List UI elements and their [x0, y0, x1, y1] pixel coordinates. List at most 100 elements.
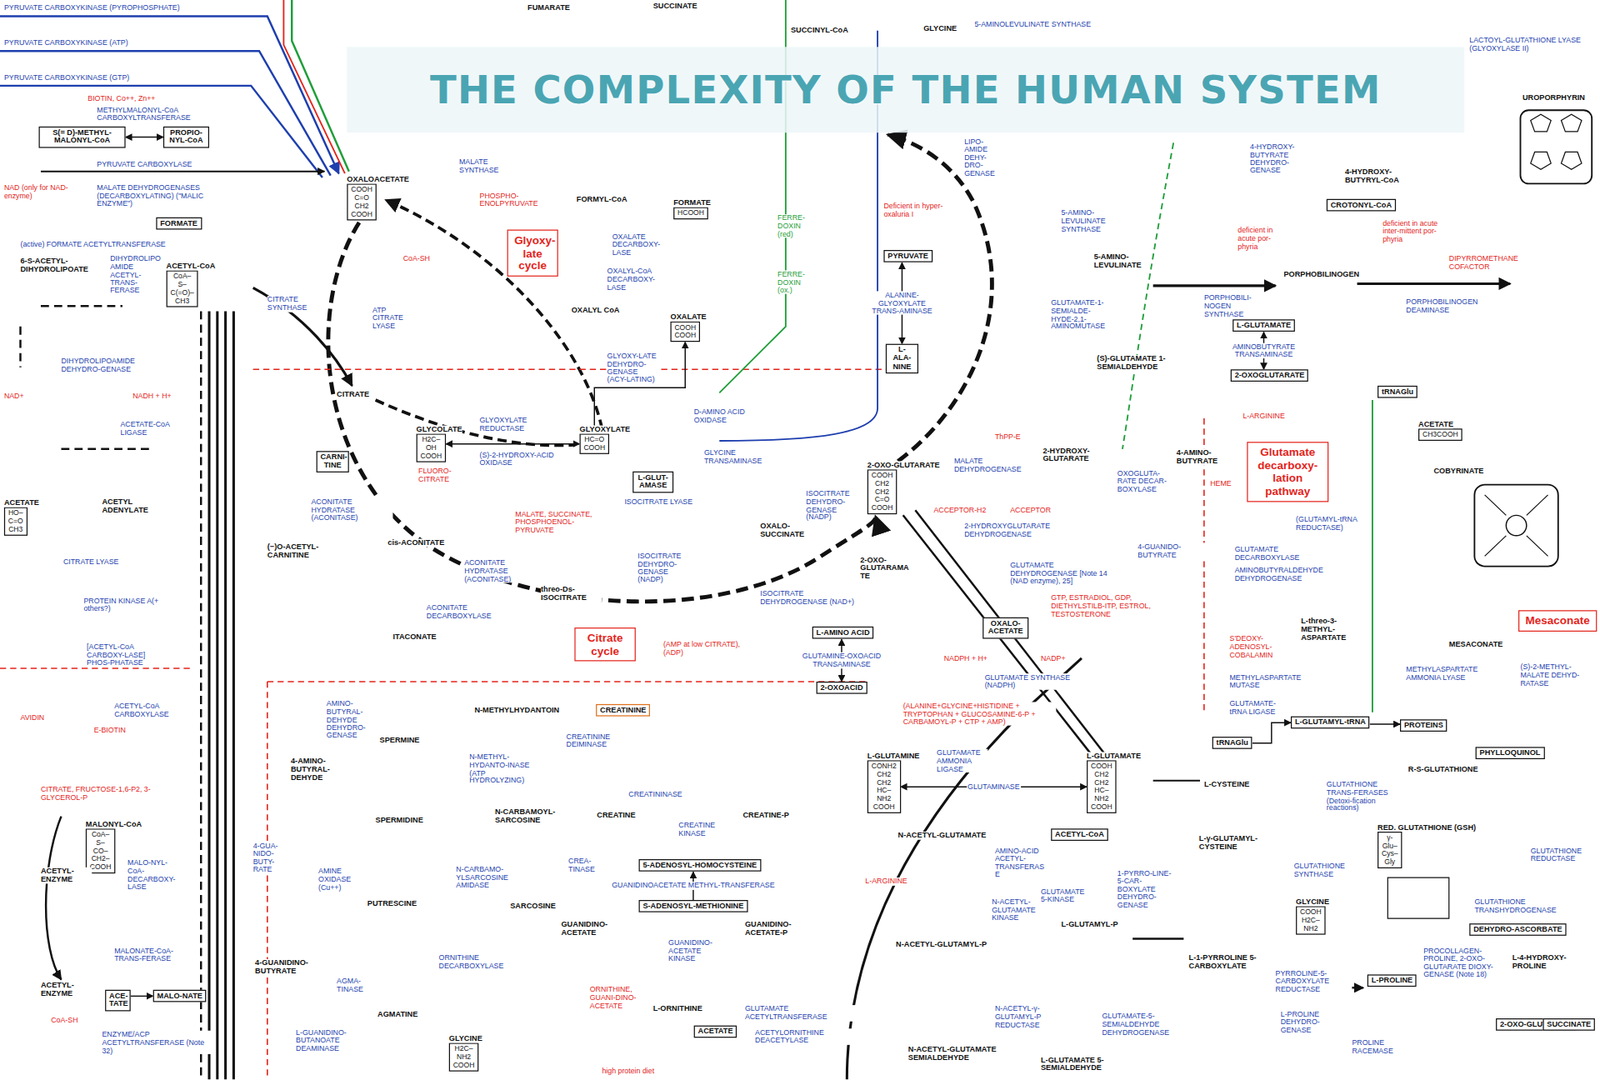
metabolite-label: ACETYL-ENZYME	[40, 867, 92, 885]
structural-formula: CoA–S–C(=O)–CH3	[170, 272, 194, 305]
metabolite-box: CROTONYL-CoA	[1326, 199, 1396, 212]
metabolite-label: N-ACETYL-GLUTAMATE	[898, 831, 987, 840]
reaction-arrow	[1370, 723, 1400, 725]
enzyme-label: L-PROLINE DEHYDRO-GENASE	[1280, 1010, 1337, 1035]
enzyme-label: AMINE OXIDASE (Cu++)	[318, 867, 375, 892]
pathway-line	[1122, 142, 1174, 449]
metabolite-label: 2-HYDROXY-GLUTARATE	[1042, 446, 1115, 464]
pathway-region-box: Citrate cycle	[574, 627, 635, 662]
pathway-line	[209, 310, 234, 1080]
structural-formula: COOH H2C–NH2	[1300, 908, 1322, 934]
metabolite-box: GLYOXYLATEHC=O COOH	[580, 433, 610, 455]
pathway-line	[291, 0, 350, 172]
metabolite-name: L-GLUTAMINE	[867, 751, 920, 760]
metabolite-box: CARNI-TINE	[316, 450, 350, 472]
pathway-region-box: Glyoxy-late cycle	[507, 230, 559, 277]
pathway-line	[0, 85, 323, 178]
structural-formula: CONH2 CH2 CH2 HC–NH2 COOH	[871, 762, 897, 812]
enzyme-label: MALATE DEHYDROGENASE	[954, 457, 1041, 474]
metabolite-name: CROTONYL-CoA	[1330, 200, 1392, 210]
enzyme-label: METHYLMALONYL-CoA CARBOXYLTRANSFERASE	[96, 105, 220, 122]
metabolite-name: GLYCINE	[1295, 897, 1330, 906]
metabolite-label: MESACONATE	[1449, 640, 1504, 650]
metabolite-box: RED. GLUTATHIONE (GSH)γ-Glu–Cys–Gly	[1377, 831, 1402, 869]
pathway-line	[1474, 485, 1558, 567]
enzyme-label: PORPHOBILI-NOGEN SYNTHASE	[1204, 294, 1265, 319]
enzyme-label: ISOCITRATE DEHYDRO-GENASE (NADP)	[805, 490, 862, 522]
pathway-line	[0, 369, 899, 1080]
metabolite-box: PHYLLOQUINOL	[1475, 746, 1545, 760]
metabolite-box: OXALOACETATECOOH C=O CH2 COOH	[346, 183, 377, 220]
enzyme-label: GLYCINE TRANSAMINASE	[704, 449, 776, 465]
pathway-line	[253, 287, 353, 386]
metabolite-name: L-AMINO ACID	[816, 628, 870, 637]
metabolite-box: L-GLUTAMATECOOH CH2 CH2 HC–NH2 COOH	[1086, 760, 1117, 814]
reaction-arrow	[130, 995, 154, 997]
metabolite-label: R-S-GLUTATHIONE	[1408, 765, 1479, 774]
cofactor-note: FLUORO-CITRATE	[418, 467, 465, 484]
metabolite-label: CREATINE-P	[742, 810, 789, 820]
cofactor-note: high protein diet	[601, 1067, 655, 1076]
structural-formula: COOH CH2 CH2 HC–NH2 COOH	[1090, 762, 1113, 812]
metabolite-label: GUANIDINO-ACETATE-P	[745, 920, 817, 937]
region-title: Glutamate decarboxy-lation pathway	[1254, 445, 1322, 498]
cofactor-note: GTP, ESTRADIOL, GDP, DIETHYLSTILB-ITP, E…	[1050, 594, 1153, 619]
metabolite-box: L-GLUTAMINECONH2 CH2 CH2 HC–NH2 COOH	[867, 760, 901, 814]
metabolite-label: UROPORPHYRIN	[1522, 94, 1585, 103]
metabolite-label: ACETYL-ENZYME	[40, 981, 92, 999]
metabolite-box: GLYCINEH2C–NH2 COOH	[449, 1042, 480, 1071]
metabolite-name: L-GLUT-AMASE	[636, 473, 670, 491]
metabolite-box: tRNAGlu	[1212, 736, 1253, 750]
metabolite-box: L-ALA-NINE	[885, 344, 919, 375]
metabolite-box: PROTEINS	[1400, 719, 1448, 732]
region-title: Mesaconate	[1525, 614, 1590, 627]
metabolite-box: PROPIO-NYL-CoA	[163, 126, 210, 148]
cofactor-note: DIPYRROMETHANE COFACTOR	[1449, 255, 1541, 271]
metabolite-box: ACETATECH3COOH	[1418, 428, 1463, 441]
pathway-line	[1387, 877, 1449, 919]
structural-formula: H2C–OH COOH	[420, 435, 442, 461]
metabolite-label: L-GLUTAMATE 5-SEMIALDEHYDE	[1040, 1055, 1154, 1073]
metabolite-box: OXALO-ACETATE	[982, 617, 1029, 639]
metabolite-box: L-PROLINE	[1367, 974, 1417, 987]
metabolite-label: (−)O-ACETYL-CARNITINE	[267, 542, 360, 560]
enzyme-label: AMINO-BUTYRAL-DEHYDE DEHYDRO-GENASE	[326, 700, 378, 740]
enzyme-label: PORPHOBILINOGEN DEAMINASE	[1405, 298, 1498, 315]
metabolite-label: FERRE-DOXIN (ox.)	[777, 270, 814, 295]
enzyme-label: GLUTAMATE DEHYDROGENASE [Note 14 (NAD en…	[1010, 560, 1123, 585]
metabolite-name: MALONYL-CoA	[85, 820, 142, 829]
metabolite-box: GLYCINECOOH H2C–NH2	[1295, 905, 1326, 935]
metabolite-box: ACE-TATE	[105, 990, 131, 1011]
reaction-arrow	[125, 136, 164, 138]
metabolite-label: OXALYL CoA	[571, 305, 620, 315]
enzyme-label: MALATE DEHYDROGENASES (DECARBOXYLATING) …	[96, 183, 235, 208]
metabolite-label: N-CARBAMOYL-SARCOSINE	[495, 808, 567, 825]
metabolite-label: CITRATE	[336, 390, 370, 400]
cofactor-note: L-ARGININE	[865, 877, 907, 886]
metabolite-name: ACETYL-CoA	[166, 261, 216, 270]
enzyme-label: DIHYDROLIPOAMIDE DEHYDRO-GENASE	[60, 357, 143, 374]
metabolite-box: ACETYL-CoA	[1050, 828, 1108, 841]
metabolite-name: ACETATE	[698, 1027, 734, 1036]
pathway-line	[1530, 114, 1582, 170]
enzyme-label: (S)-2-METHYL-MALATE DEHYD-RATASE	[1520, 663, 1592, 688]
enzyme-label: METHYLASPARTATE AMMONIA LYASE	[1405, 665, 1488, 681]
cofactor-note: deficient in acute por-phyria	[1237, 226, 1289, 251]
cofactor-note: ACCEPTOR	[1010, 505, 1051, 515]
cofactor-note: BIOTIN, Co++, Zn++	[87, 95, 155, 104]
enzyme-label: ISOCITRATE DEHYDROGENASE (NAD+)	[760, 590, 862, 606]
metabolite-label: FORMYL-CoA	[576, 195, 628, 205]
metabolite-label: FUMARATE	[527, 4, 570, 13]
metabolite-box: FORMATE	[155, 217, 202, 230]
structural-formula: CH3COOH	[1422, 430, 1459, 440]
cofactor-note: ACCEPTOR-H2	[933, 505, 986, 515]
cofactor-note: CITRATE, FRUCTOSE-1,6-P2, 3-GLYCEROL-P	[40, 785, 174, 802]
metabolite-box: PYRUVATE	[883, 250, 932, 263]
enzyme-label: CREA-TINASE	[568, 857, 605, 874]
structural-formula: COOH COOH	[674, 323, 696, 340]
metabolite-name: PYRUVATE	[887, 251, 929, 260]
metabolite-name: DEHYDRO-ASCORBATE	[1473, 925, 1562, 935]
enzyme-label: GLUTAMATE AMMONIA LIGASE	[936, 749, 988, 774]
